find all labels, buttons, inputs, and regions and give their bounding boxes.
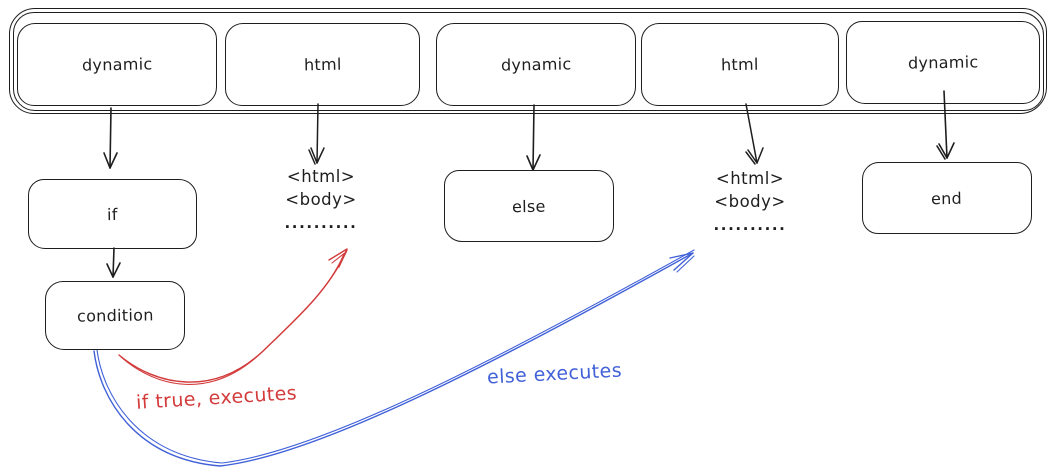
node-condition: condition bbox=[45, 281, 185, 350]
code-block-2: <html> <body> .......... bbox=[705, 167, 795, 234]
strip-box-html-2: html bbox=[641, 23, 839, 106]
arrow-true-branch bbox=[118, 248, 348, 385]
node-label: condition bbox=[76, 305, 154, 326]
arrow-else-branch bbox=[93, 249, 695, 467]
arrow-dynamic2-to-else bbox=[526, 104, 541, 171]
node-label: if bbox=[106, 204, 119, 224]
node-if: if bbox=[28, 179, 197, 249]
strip-box-label: html bbox=[303, 54, 342, 75]
strip-box-dynamic-2: dynamic bbox=[436, 23, 636, 106]
strip-box-label: dynamic bbox=[81, 54, 153, 75]
strip-box-label: dynamic bbox=[500, 54, 572, 75]
code-block-1: <html> <body> .......... bbox=[276, 165, 366, 232]
arrow-dynamic1-to-if bbox=[103, 107, 118, 169]
code-line-html: <html> bbox=[286, 167, 356, 186]
code-line-body: <body> bbox=[714, 192, 786, 211]
code-ellipsis: .......... bbox=[284, 214, 358, 232]
strip-box-dynamic-1: dynamic bbox=[17, 23, 217, 106]
code-line-html: <html> bbox=[715, 169, 785, 188]
code-ellipsis: .......... bbox=[713, 216, 787, 234]
strip-box-label: html bbox=[721, 54, 759, 75]
node-label: end bbox=[931, 188, 963, 208]
arrow-if-to-condition bbox=[106, 247, 121, 278]
node-end: end bbox=[862, 162, 1032, 234]
code-line-body: <body> bbox=[285, 190, 357, 209]
node-else: else bbox=[444, 170, 614, 242]
strip-box-dynamic-3: dynamic bbox=[846, 21, 1040, 104]
node-label: else bbox=[511, 196, 546, 216]
arrow-dynamic3-to-end bbox=[936, 90, 955, 160]
strip-box-html-1: html bbox=[225, 23, 420, 106]
template-strip-container bbox=[9, 8, 1047, 114]
strip-box-label: dynamic bbox=[907, 52, 979, 73]
